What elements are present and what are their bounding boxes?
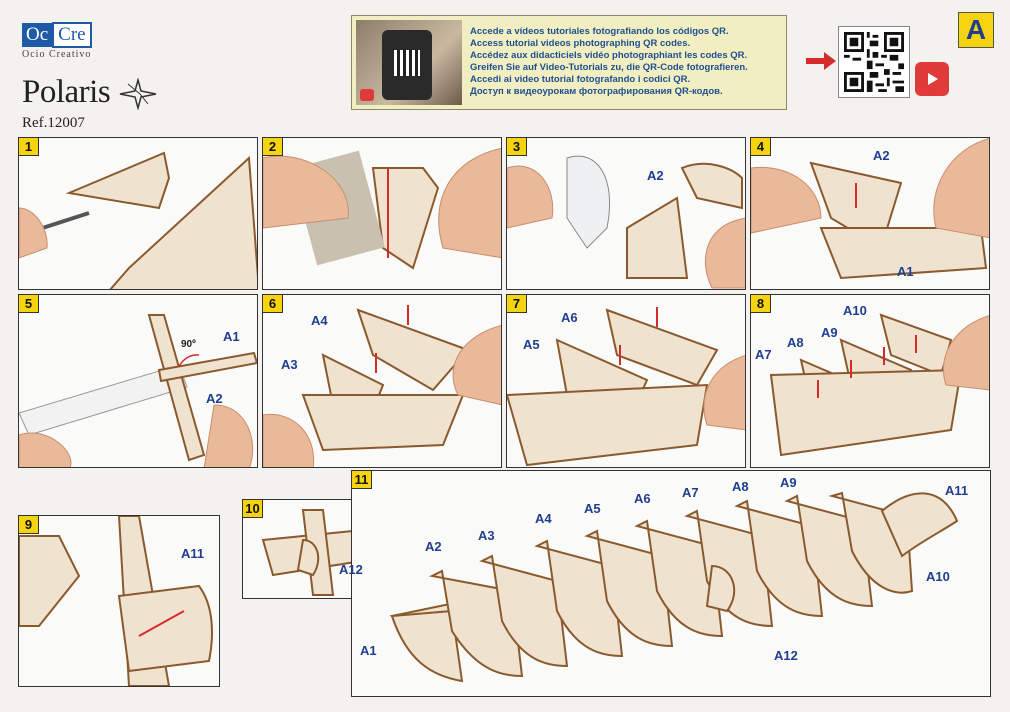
qr-line: Accedi ai video tutorial fotografando i … [470, 74, 691, 85]
qr-line: Доступ к видеоурокам фотографирования QR… [470, 86, 723, 97]
qr-line: Greifen Sie auf Video-Tutorials zu, die … [470, 62, 748, 73]
step-number: 1 [19, 138, 39, 156]
step-number: 6 [263, 295, 283, 313]
red-arrow-icon [817, 335, 917, 398]
step-number: 11 [352, 471, 372, 489]
qr-line: Access tutorial videos photographing QR … [470, 38, 691, 49]
step-number: 8 [751, 295, 771, 313]
reference-number: Ref.12007 [22, 115, 85, 131]
part-label: A10 [926, 569, 950, 584]
part-label: A11 [181, 546, 205, 561]
logo-left: Oc [22, 23, 53, 47]
step-3-illustration [507, 155, 745, 289]
part-label: A3 [478, 528, 495, 543]
sheet-letter: A [958, 12, 994, 48]
qr-line: Accédez aux didacticiels vidéo photograp… [470, 50, 748, 61]
phone-image [382, 30, 432, 100]
youtube-icon [360, 89, 374, 101]
part-label: A1 [897, 264, 914, 279]
part-label: A6 [634, 491, 651, 506]
step-9-panel: 9 A11 [18, 515, 220, 687]
youtube-icon[interactable] [915, 62, 949, 96]
part-label: A10 [843, 303, 867, 318]
qr-photo [356, 20, 462, 105]
angle-label: 90º [181, 339, 196, 350]
part-label: A4 [311, 313, 328, 328]
part-label: A2 [647, 168, 664, 183]
part-label: A7 [755, 347, 772, 362]
part-label: A2 [206, 391, 223, 406]
step-1-panel: 1 [18, 137, 258, 290]
part-label: A6 [561, 310, 578, 325]
part-label: A5 [523, 337, 540, 352]
step-7-illustration [507, 307, 745, 467]
step-number: 3 [507, 138, 527, 156]
step-7-panel: 7 A6 A5 [506, 294, 746, 468]
step-number: 2 [263, 138, 283, 156]
part-label: A8 [787, 335, 804, 350]
model-name: Polaris [22, 74, 158, 112]
step-number: 9 [19, 516, 39, 534]
red-arrow-icon [806, 52, 836, 70]
logo-subtitle: Ocio Creativo [22, 49, 92, 60]
step-2-panel: 2 [262, 137, 502, 290]
part-label: A1 [360, 643, 377, 658]
red-arrow-icon [375, 305, 409, 373]
step-number: 7 [507, 295, 527, 313]
step-8-illustration [769, 313, 989, 457]
qr-line: Accede a vídeos tutoriales fotografiando… [470, 26, 729, 37]
qr-code-icon[interactable] [838, 26, 910, 98]
part-label: A12 [774, 648, 798, 663]
step-11-panel: 11 A2 A3 A4 A5 A6 A7 A8 A9 A11 A10 A1 A1… [351, 470, 991, 697]
part-label: A2 [873, 148, 890, 163]
step-number: 4 [751, 138, 771, 156]
qr-info-banner: Accede a vídeos tutoriales fotografiando… [351, 15, 787, 110]
model-title: Polaris [22, 74, 111, 110]
red-arrow-icon [619, 307, 658, 365]
step-6-panel: 6 A4 A3 [262, 294, 502, 468]
part-label: A2 [425, 539, 442, 554]
step-9-illustration [19, 516, 213, 686]
step-4-illustration [751, 138, 989, 280]
part-label: A7 [682, 485, 699, 500]
step-number: 10 [243, 500, 263, 518]
step-number: 5 [19, 295, 39, 313]
part-label: A8 [732, 479, 749, 494]
part-label: A9 [780, 475, 797, 490]
step-10-illustration [261, 509, 370, 596]
step-2-illustration [263, 147, 501, 270]
logo-right: Cre [52, 22, 92, 48]
step-5-illustration [19, 314, 257, 467]
step-6-illustration [263, 305, 501, 467]
step-5-panel: 5 90º A1 A2 [18, 294, 258, 468]
step-3-panel: 3 A2 [506, 137, 746, 290]
step-4-panel: 4 A2 A1 [750, 137, 990, 290]
step-11-illustration [389, 491, 959, 683]
part-label: A12 [339, 562, 363, 577]
part-label: A3 [281, 357, 298, 372]
part-label: A4 [535, 511, 552, 526]
qr-pattern [844, 32, 904, 92]
part-label: A5 [584, 501, 601, 516]
step-8-panel: 8 A10 A9 A8 A7 [750, 294, 990, 468]
part-label: A11 [945, 483, 969, 498]
qr-instructions: Accede a vídeos tutoriales fotografiando… [470, 26, 748, 98]
compass-rose-icon [119, 77, 157, 112]
step-1-illustration [19, 151, 257, 289]
part-label: A1 [223, 329, 240, 344]
part-label: A9 [821, 325, 838, 340]
